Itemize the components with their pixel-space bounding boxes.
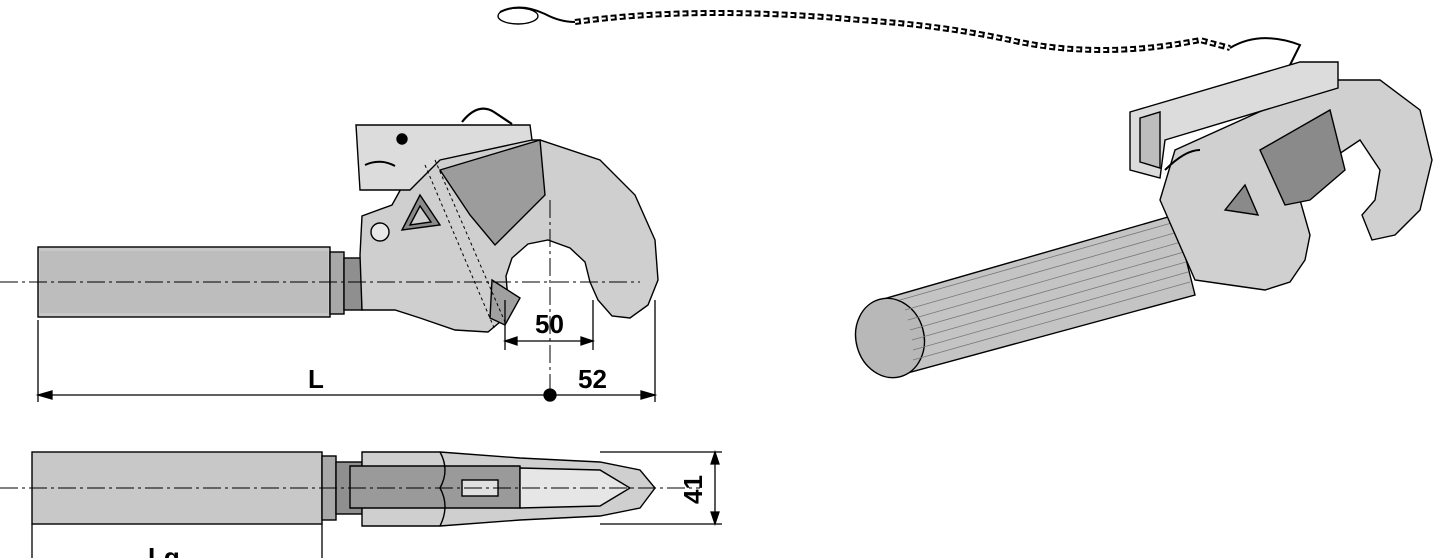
dim-thread-length-label: Lg	[148, 542, 180, 558]
top-hook-body	[349, 451, 656, 527]
dim-thread-length	[31, 524, 323, 558]
side-hook-body	[355, 107, 659, 333]
dim-hook-offset-label: 52	[578, 364, 607, 394]
side-view	[0, 107, 659, 395]
dim-hook-thickness-label: 41	[678, 475, 708, 504]
perspective-view	[497, 6, 1433, 379]
chain	[497, 6, 1302, 76]
perspective-hook	[1129, 61, 1433, 291]
dim-overall-length-label: L	[308, 364, 324, 394]
dim-slot-width	[502, 300, 596, 350]
dim-slot-width-label: 50	[535, 309, 564, 339]
dim-overall-length	[35, 300, 658, 402]
top-view	[0, 451, 700, 527]
perspective-shaft	[854, 214, 1196, 379]
dim-hook-thickness	[600, 449, 722, 527]
